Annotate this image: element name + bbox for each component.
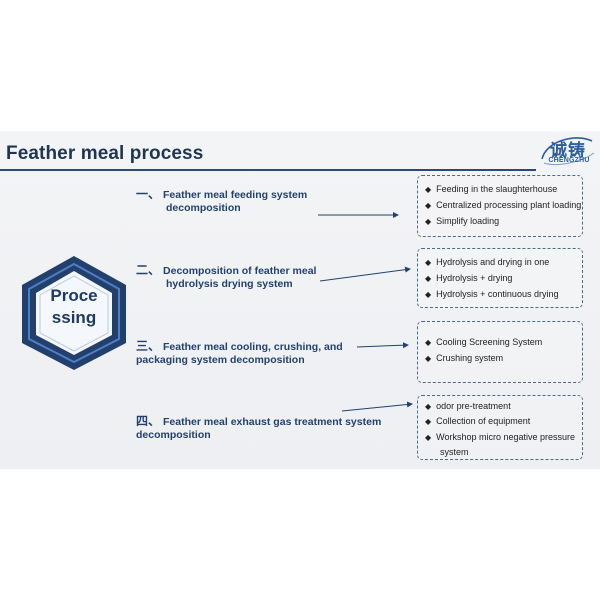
diamond-bullet-icon: ◆ [425, 433, 432, 442]
hexagon-label-line2: ssing [51, 308, 97, 327]
diamond-bullet-icon: ◆ [425, 338, 432, 347]
diamond-bullet-icon: ◆ [425, 417, 432, 426]
arrow-3 [356, 342, 409, 349]
section-1-number: 一、 [136, 187, 161, 201]
diamond-bullet-icon: ◆ [425, 290, 432, 299]
section-1-points-box: ◆Feeding in the slaughterhouse ◆Centrali… [417, 175, 583, 237]
hexagon-label: Proce ssing [18, 285, 130, 329]
connector-arrows [318, 212, 413, 412]
hexagon-label-line1: Proce [50, 286, 98, 305]
diamond-bullet-icon: ◆ [425, 201, 432, 210]
section-3-points-box: ◆Cooling Screening System ◆Crushing syst… [417, 321, 583, 383]
section-4-title-line1: Feather meal exhaust gas treatment syste… [163, 416, 382, 428]
section-4-number: 四、 [136, 414, 161, 428]
section-2-title: 二、Decomposition of feather meal hydrolys… [136, 264, 336, 291]
company-logo: 诚铸 CHENGZHU [536, 133, 596, 169]
section-1-title: 一、Feather meal feeding system decomposit… [136, 188, 336, 215]
list-item: ◆Workshop micro negative pressure [425, 432, 576, 442]
list-item: ◆Crushing system [425, 353, 504, 363]
diamond-bullet-icon: ◆ [425, 402, 432, 411]
list-item: ◆Cooling Screening System [425, 337, 543, 347]
diamond-bullet-icon: ◆ [425, 258, 432, 267]
list-item: ◆Collection of equipment [425, 416, 531, 426]
list-item: ◆odor pre-treatment [425, 401, 511, 411]
section-4-title-line2: decomposition [136, 429, 211, 441]
logo-english-text: CHENGZHU [548, 157, 590, 164]
diamond-bullet-icon: ◆ [425, 354, 432, 363]
logo-swoosh-icon [541, 137, 595, 166]
list-item: ◆Hydrolysis + drying [425, 273, 513, 283]
diamond-bullet-icon: ◆ [425, 274, 432, 283]
section-4-points-box: ◆odor pre-treatment ◆Collection of equip… [417, 395, 583, 460]
section-3-title-line2: packaging system decomposition [136, 354, 305, 366]
section-2-title-line2: hydrolysis drying system [166, 278, 293, 290]
logo-chinese-text: 诚铸 [550, 141, 586, 160]
section-2-points-box: ◆Hydrolysis and drying in one ◆Hydrolysi… [417, 248, 583, 308]
arrow-2 [319, 266, 411, 282]
section-4-title: 四、Feather meal exhaust gas treatment sys… [136, 415, 396, 442]
processing-hexagon: Proce ssing [18, 254, 130, 372]
diamond-bullet-icon: ◆ [425, 185, 432, 194]
section-3-title: 三、Feather meal cooling, crushing, and pa… [136, 340, 366, 367]
section-3-number: 三、 [136, 339, 161, 353]
list-item: ◆Feeding in the slaughterhouse [425, 184, 558, 194]
section-2-number: 二、 [136, 263, 161, 277]
list-item: ◆Centralized processing plant loading [425, 200, 582, 210]
section-2-title-line1: Decomposition of feather meal [163, 265, 317, 277]
header-divider [0, 169, 536, 171]
diamond-bullet-icon: ◆ [425, 217, 432, 226]
list-item: ◆Hydrolysis and drying in one [425, 257, 550, 267]
slide-header: Feather meal process 诚铸 CHENGZHU [0, 131, 600, 173]
slide: Feather meal process 诚铸 CHENGZHU Proce s… [0, 131, 600, 469]
list-item: ◆Simplify loading [425, 216, 500, 226]
list-item-continuation: system [440, 447, 469, 457]
list-item: ◆Hydrolysis + continuous drying [425, 289, 559, 299]
section-3-title-line1: Feather meal cooling, crushing, and [163, 341, 343, 353]
page-title: Feather meal process [6, 143, 204, 164]
arrow-4 [341, 401, 413, 412]
hexagon-shape-icon [22, 256, 126, 370]
section-1-title-line2: decomposition [166, 202, 241, 214]
section-1-title-line1: Feather meal feeding system [163, 189, 308, 201]
